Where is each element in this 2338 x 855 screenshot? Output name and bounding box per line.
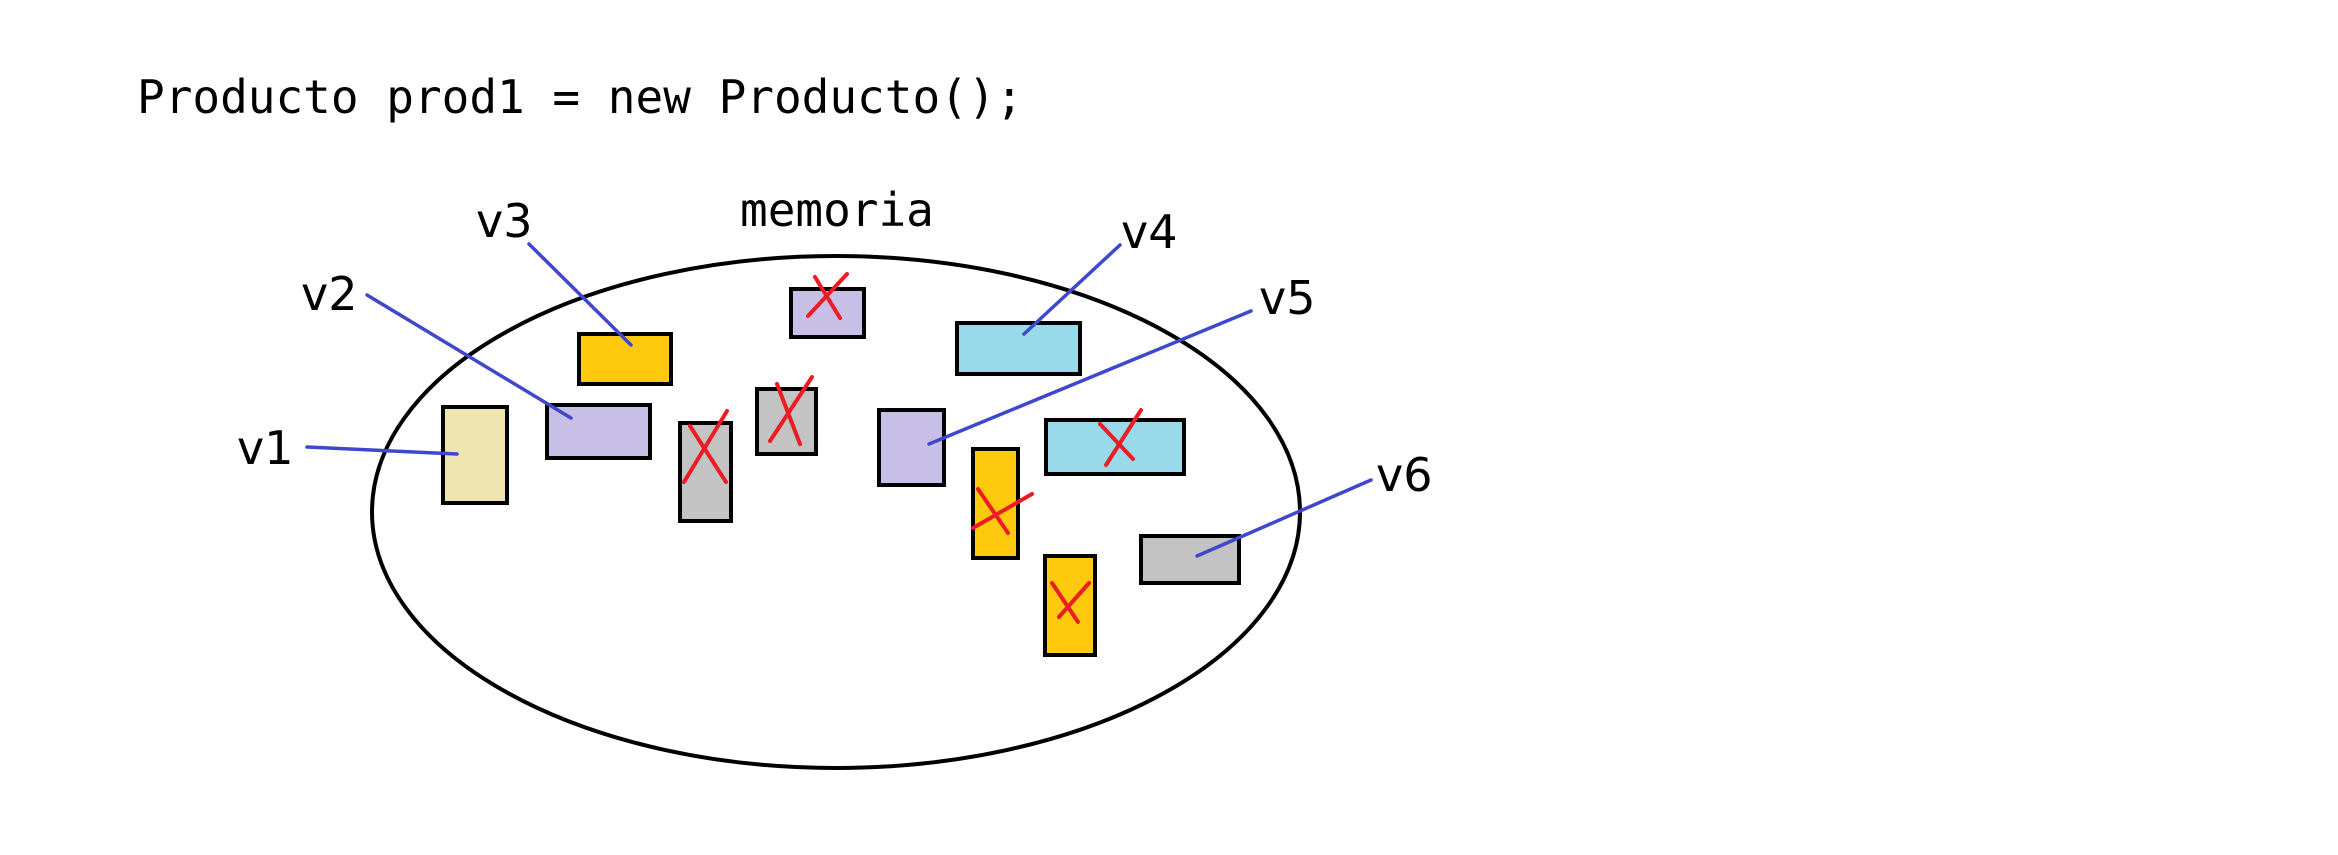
code-line: Producto prod1 = new Producto(); bbox=[137, 70, 1023, 124]
cross-icon bbox=[806, 272, 849, 320]
cross-icon bbox=[768, 375, 814, 446]
label-v5: v5 bbox=[1259, 271, 1316, 325]
label-v2: v2 bbox=[301, 267, 358, 321]
block-yellow-1 bbox=[577, 332, 673, 386]
block-gray-tall bbox=[678, 421, 733, 523]
memory-blocks bbox=[441, 287, 1241, 657]
pointer-v4 bbox=[1022, 243, 1122, 336]
cross-icon bbox=[971, 487, 1034, 535]
memory-label: memoria bbox=[740, 183, 934, 237]
block-blue-1 bbox=[955, 321, 1082, 376]
cross-icon bbox=[1050, 581, 1091, 624]
pointer-v5 bbox=[927, 309, 1253, 446]
block-yellow-tall-1 bbox=[971, 447, 1020, 560]
label-v3: v3 bbox=[476, 194, 533, 248]
garbage-marks bbox=[682, 272, 1143, 624]
pointer-v6 bbox=[1195, 478, 1373, 558]
cross-icon bbox=[682, 409, 729, 484]
reference-lines bbox=[305, 242, 1373, 558]
pointer-v2 bbox=[365, 293, 573, 420]
label-v1: v1 bbox=[237, 421, 294, 475]
block-lavender-2 bbox=[877, 408, 946, 487]
block-blue-2 bbox=[1044, 418, 1186, 476]
label-v6: v6 bbox=[1376, 448, 1433, 502]
pointer-v3 bbox=[527, 242, 633, 347]
pointer-v1 bbox=[305, 445, 459, 456]
label-v4: v4 bbox=[1121, 205, 1178, 259]
block-gray-mid bbox=[755, 387, 818, 456]
cross-icon bbox=[1098, 408, 1143, 467]
